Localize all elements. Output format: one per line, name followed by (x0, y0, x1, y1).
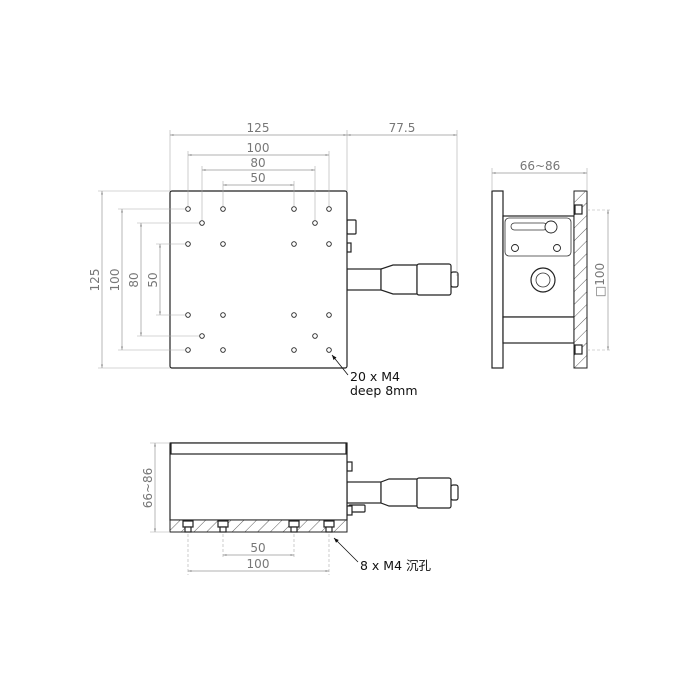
front-body (169, 442, 348, 521)
body-upper (502, 215, 575, 318)
m4-hole (185, 241, 191, 247)
m4-hole (291, 312, 297, 318)
dim-micrometer-77-5: 77.5 (389, 121, 416, 135)
mounting-holes (185, 206, 332, 353)
stage-top-plate (169, 190, 348, 369)
m4-hole (326, 312, 332, 318)
counterbore-shank (219, 526, 227, 533)
m4-hole (326, 347, 332, 353)
m4-hole (291, 241, 297, 247)
m4-hole (220, 347, 226, 353)
counterbore-head (323, 520, 335, 528)
counterbore-head (182, 520, 194, 528)
m4-hole (220, 241, 226, 247)
dim-v50: 50 (146, 272, 160, 287)
m4-hole (185, 206, 191, 212)
top-vertical-dimensions: 125 100 80 50 (88, 190, 199, 369)
side-view: □100 66~86 (491, 159, 612, 369)
front-dim-100: 100 (247, 557, 270, 571)
lock-knob (346, 219, 357, 235)
top-view: 125 77.5 100 80 50 125 100 80 50 (88, 121, 459, 398)
callout-line-2: deep 8mm (350, 383, 418, 398)
front-top-plate (170, 442, 347, 455)
dim-v125: 125 (88, 269, 102, 292)
m4-hole (312, 220, 318, 226)
dim-v100: 100 (108, 269, 122, 292)
left-plate (491, 190, 504, 369)
base-plate-section (573, 190, 588, 369)
dim-width-125: 125 (247, 121, 270, 135)
m4-hole (199, 220, 205, 226)
dim-height-range: 66~86 (520, 159, 561, 173)
dim-h50: 50 (250, 171, 265, 185)
counterbore-shank (184, 526, 192, 533)
counterbore-shank (290, 526, 298, 533)
front-view: 66~86 50 100 8 x M4 沉孔 (141, 442, 459, 575)
top-horizontal-dimensions: 125 77.5 100 80 50 (169, 121, 458, 276)
dim-square-100: □100 (593, 263, 607, 297)
m4-hole (291, 206, 297, 212)
dim-h80: 80 (250, 156, 265, 170)
front-dim-50: 50 (250, 541, 265, 555)
dim-h100: 100 (247, 141, 270, 155)
m4-hole (326, 241, 332, 247)
body-lower (502, 316, 575, 344)
front-dim-height-range: 66~86 (141, 468, 155, 509)
m4-hole (220, 312, 226, 318)
counterbore-callout: 8 x M4 沉孔 (360, 558, 432, 573)
counterbore-head (288, 520, 300, 528)
front-micrometer (346, 477, 459, 513)
m4-hole (326, 206, 332, 212)
callout-line-1: 20 x M4 (350, 369, 400, 384)
m4-hole (220, 206, 226, 212)
counterbore-shank (325, 526, 333, 533)
m4-hole (291, 347, 297, 353)
counterbore-head (217, 520, 229, 528)
micrometer (346, 263, 459, 296)
front-base-section (169, 519, 348, 533)
m4-hole (199, 333, 205, 339)
m4-hole (185, 312, 191, 318)
micrometer-end (530, 267, 556, 293)
m4-hole (312, 333, 318, 339)
small-knob (346, 242, 352, 253)
dim-v80: 80 (127, 272, 141, 287)
clamp-plate (504, 217, 572, 257)
m4-hole (185, 347, 191, 353)
counterbores (182, 520, 335, 533)
hole-callout: 20 x M4 deep 8mm (331, 354, 418, 398)
